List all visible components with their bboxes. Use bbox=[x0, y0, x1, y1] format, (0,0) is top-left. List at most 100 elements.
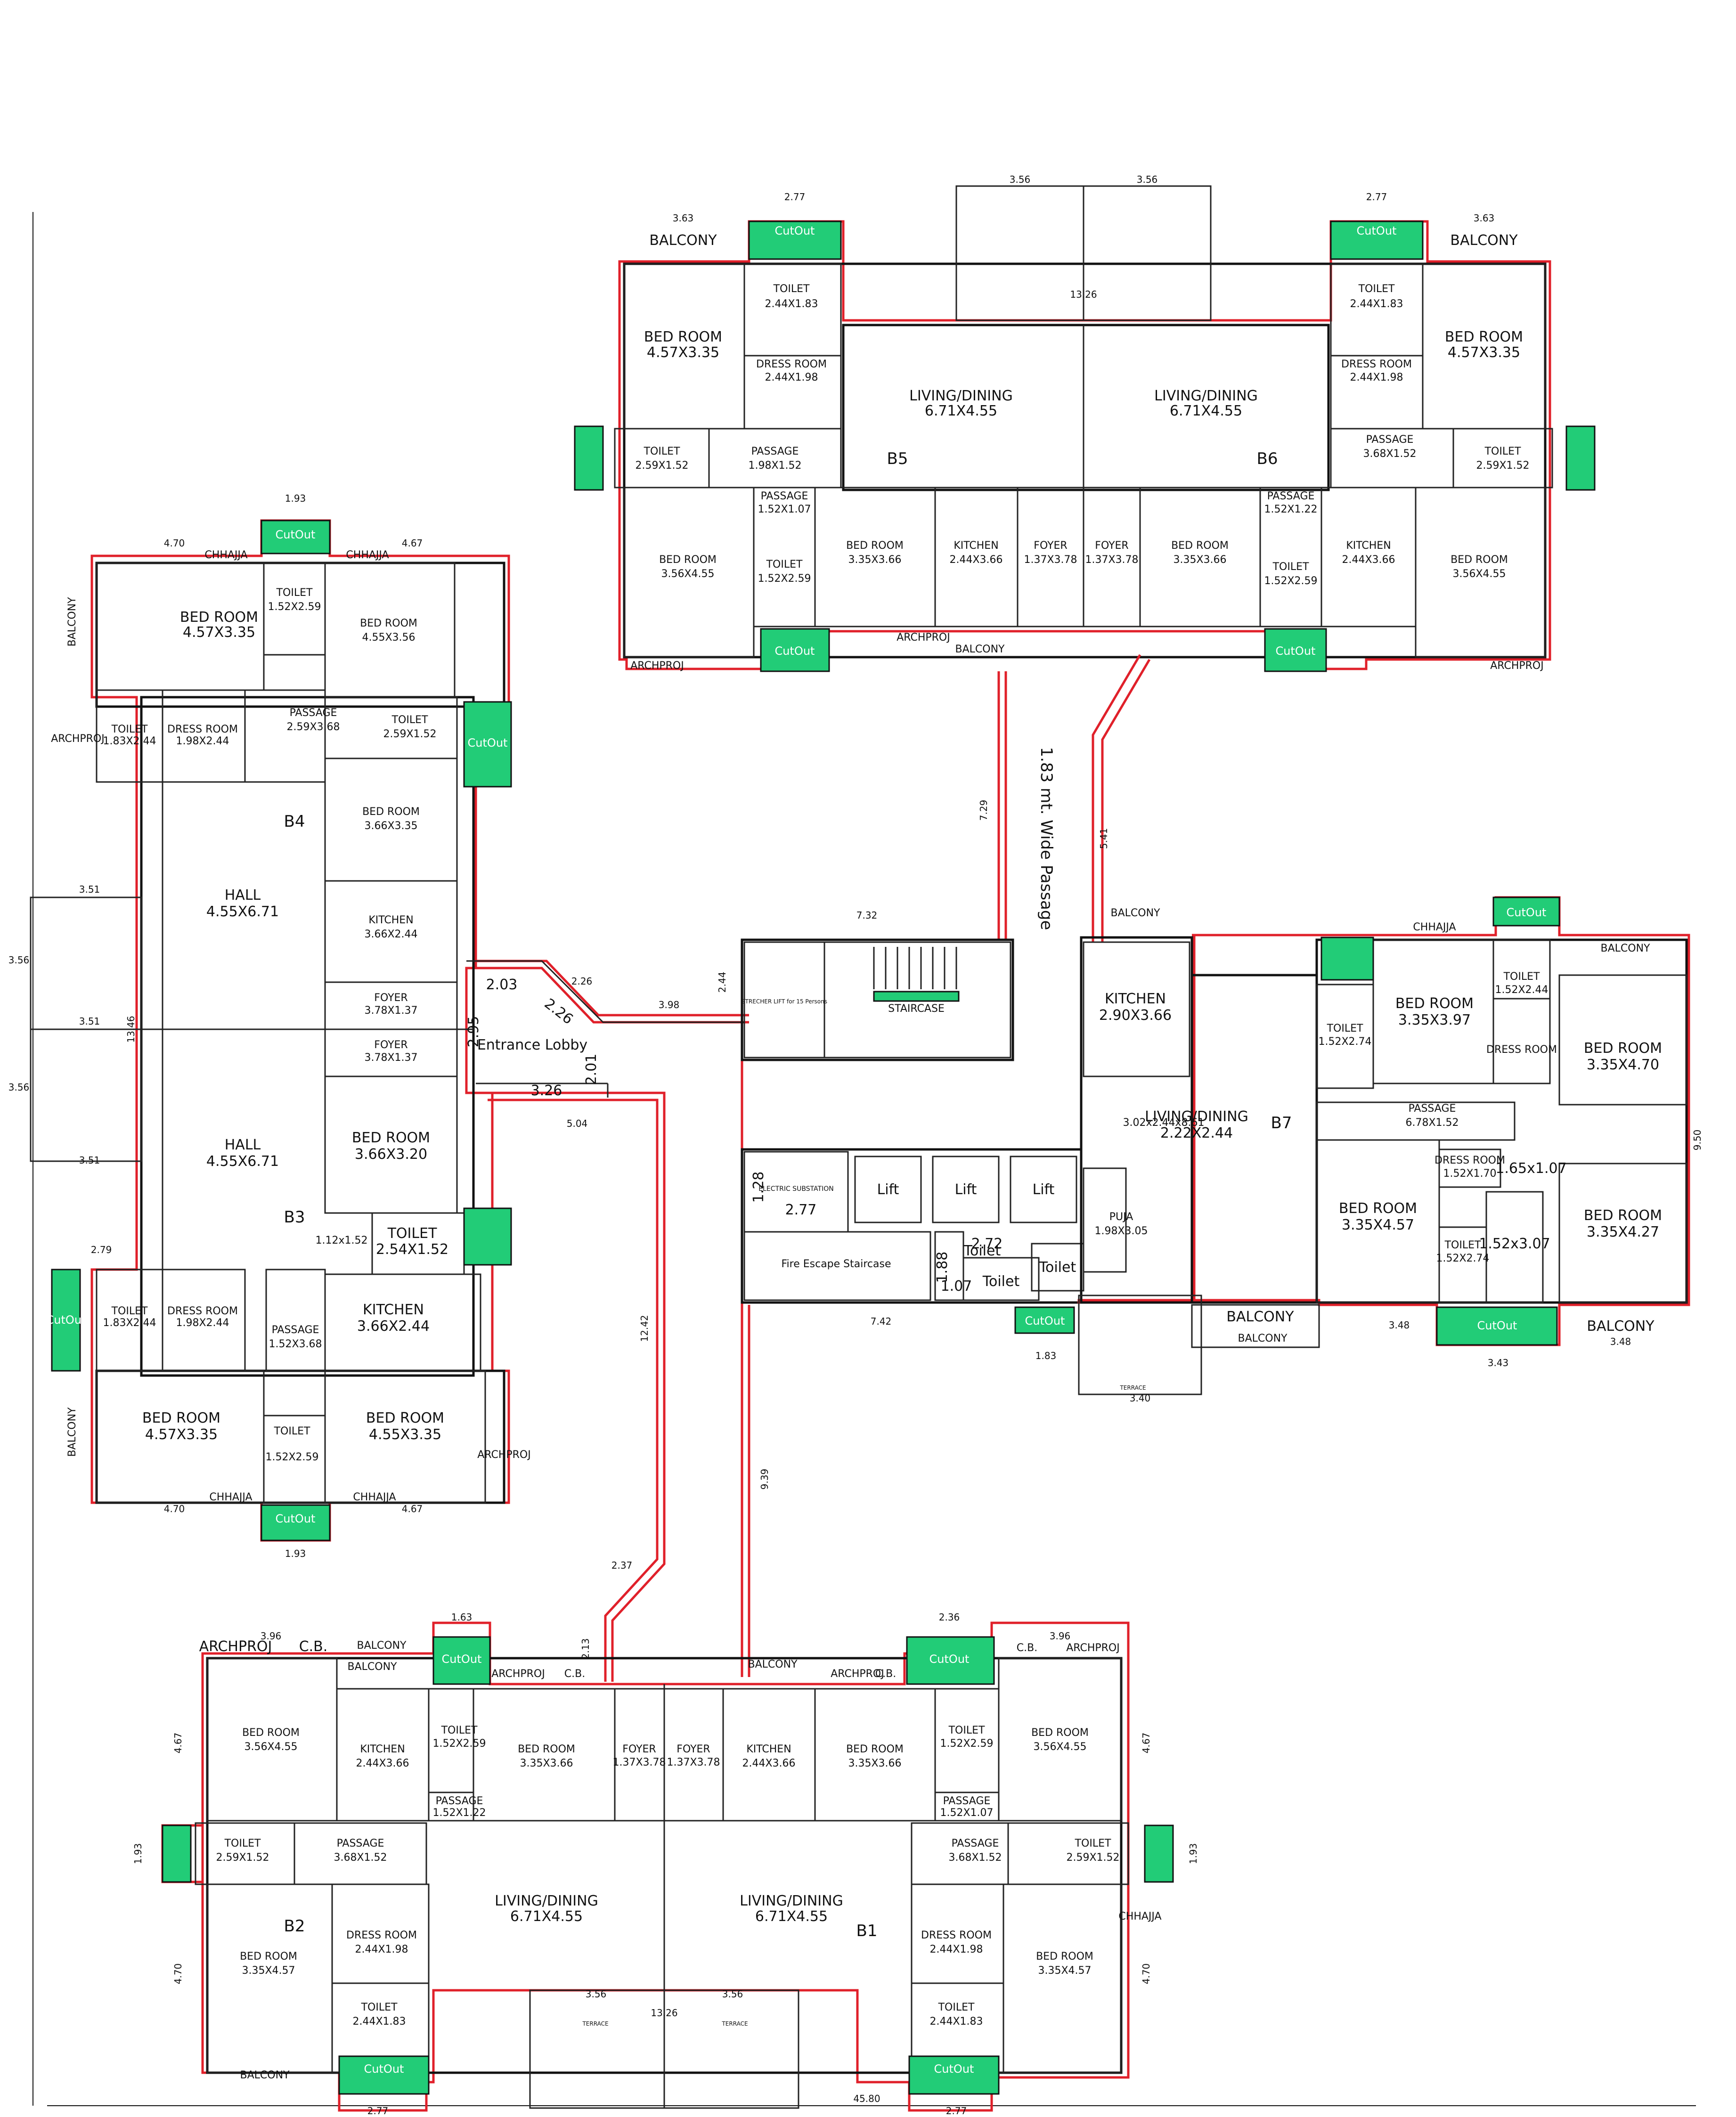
room-dim: 1.37X3.78 bbox=[612, 1757, 666, 1768]
room-dim: 3.56X4.55 bbox=[661, 568, 714, 580]
room-label: BED ROOM bbox=[242, 1727, 300, 1739]
dim-label: 3.56 bbox=[8, 1082, 30, 1093]
room-label: BED ROOM bbox=[518, 1743, 575, 1755]
room-label: KITCHEN bbox=[1346, 540, 1391, 552]
dim-label: 9.50 bbox=[1692, 1130, 1703, 1151]
dim-label: 2.77 bbox=[785, 1202, 817, 1218]
dim-label: 3.98 bbox=[659, 999, 680, 1010]
room-dim: 1.52X1.07 bbox=[758, 504, 811, 515]
room-dim: 3.68X1.52 bbox=[1363, 448, 1416, 460]
room-label: BED ROOM bbox=[659, 554, 717, 566]
dim-label: 3.26 bbox=[531, 1083, 562, 1099]
room-label: PASSAGE bbox=[761, 490, 808, 502]
chhajja-label: CHHAJJA bbox=[1413, 921, 1456, 933]
room-label: PASSAGE bbox=[1366, 434, 1414, 446]
balcony-label: BALCONY bbox=[1226, 1309, 1294, 1325]
room-dim: 1.52X2.59 bbox=[265, 1451, 318, 1463]
room-dim: 2.59X1.52 bbox=[635, 460, 688, 472]
dim-label: 1.63 bbox=[451, 1612, 473, 1623]
room-dim: 6.71X4.55 bbox=[755, 1908, 828, 1925]
room-dim: 1.52X2.59 bbox=[1264, 575, 1317, 587]
lift-label: Lift bbox=[955, 1181, 977, 1198]
wing-bottom-b2-b1: CutOut CutOut CutOut CutOut B2 BED ROOM … bbox=[132, 1612, 1199, 2117]
cb-label: C.B. bbox=[875, 1668, 896, 1680]
room-dim: 1.37X3.78 bbox=[667, 1757, 720, 1768]
dim-label: 2.03 bbox=[486, 977, 518, 993]
room-label: DRESS ROOM bbox=[1434, 1155, 1505, 1166]
room-label: FOYER bbox=[622, 1743, 656, 1755]
room-label: BED ROOM bbox=[1036, 1951, 1093, 1962]
room-dim: 3.68X1.52 bbox=[334, 1852, 387, 1864]
room-label: BED ROOM bbox=[846, 1743, 904, 1755]
room-dim: 1.37X3.78 bbox=[1085, 554, 1138, 566]
room-label: LIVING/DINING bbox=[1154, 388, 1258, 404]
balcony-label: BALCONY bbox=[1587, 1318, 1654, 1335]
room-label: TOILET bbox=[766, 559, 803, 570]
dim-label: 3.63 bbox=[673, 212, 694, 224]
room-dim: 4.57X3.35 bbox=[1448, 344, 1520, 361]
room-dim: 1.37X3.78 bbox=[1024, 554, 1077, 566]
dim-label: 3.40 bbox=[1130, 1392, 1151, 1404]
room-dim: 4.57X3.35 bbox=[145, 1426, 218, 1443]
terrace-label: TERRACE bbox=[582, 2020, 608, 2027]
dim-label: 4.67 bbox=[172, 1733, 184, 1754]
room-label: TOILET bbox=[948, 1725, 985, 1736]
room-dim: 2.44X3.66 bbox=[356, 1758, 409, 1769]
staircase-label: STAIRCASE bbox=[888, 1003, 945, 1015]
room-dim: 3.66X2.44 bbox=[364, 928, 417, 940]
room-dim: 1.52X2.59 bbox=[432, 1738, 486, 1750]
room-dim: 3.78X1.37 bbox=[364, 1005, 417, 1017]
room-label: BED ROOM bbox=[352, 1130, 430, 1146]
balcony-label: BALCONY bbox=[649, 232, 717, 249]
room-label: PASSAGE bbox=[952, 1838, 999, 1849]
archproj-label: ARCHPROJ bbox=[491, 1668, 545, 1680]
dim-label: 2.77 bbox=[784, 191, 806, 203]
dim-label: 3.51 bbox=[79, 884, 100, 895]
dim-label: 3.56 bbox=[586, 1988, 607, 2000]
archproj-label: ARCHPROJ bbox=[831, 1668, 884, 1680]
room-dim: 2.59X1.52 bbox=[383, 728, 436, 740]
room-label: FOYER bbox=[1034, 540, 1067, 552]
dim-label: 2.72 bbox=[971, 1236, 1003, 1252]
room-dim: 3.66X2.44 bbox=[357, 1318, 430, 1335]
room-label: PASSAGE bbox=[751, 446, 799, 457]
entrance-lobby-label: Entrance Lobby bbox=[477, 1037, 587, 1053]
room-label: LIVING/DINING bbox=[909, 388, 1013, 404]
room-dim: 2.44X1.83 bbox=[352, 2016, 406, 2027]
room-dim: 3.35X4.57 bbox=[1342, 1217, 1414, 1233]
room-dim: 1.52X2.44 bbox=[1495, 984, 1548, 996]
dim-label: 1.83 bbox=[1035, 1350, 1057, 1361]
room-dim: 1.83X2.44 bbox=[103, 735, 156, 747]
dim-label: 3.56 bbox=[1137, 174, 1158, 185]
room-label: TOILET bbox=[1503, 971, 1540, 983]
room-label: BED ROOM bbox=[366, 1410, 444, 1426]
room-dim: 2.44X3.66 bbox=[742, 1758, 795, 1769]
room-dim: 3.35X3.97 bbox=[1398, 1012, 1471, 1028]
balcony-label: BALCONY bbox=[66, 1407, 78, 1457]
room-dim: 2.44X1.98 bbox=[355, 1944, 408, 1955]
chhajja-label: CHHAJJA bbox=[204, 549, 247, 561]
room-label: KITCHEN bbox=[363, 1302, 424, 1318]
room-label: TOILET bbox=[1272, 561, 1309, 573]
dim-label: 2.13 bbox=[580, 1638, 591, 1660]
room-dim: 6.71X4.55 bbox=[925, 403, 997, 419]
archproj-label: ARCHPROJ bbox=[897, 632, 950, 643]
dim-label: 13.46 bbox=[125, 1016, 137, 1042]
chhajja-label: CHHAJJA bbox=[209, 1491, 252, 1503]
dim-label: 3.56 bbox=[722, 1988, 743, 2000]
dim-label: 2.01 bbox=[583, 1054, 600, 1085]
room-label: BED ROOM bbox=[1395, 995, 1474, 1012]
overall-dimension-lines: 45.80 bbox=[33, 212, 1696, 2106]
room-dim: 1.12x1.52 bbox=[316, 1235, 368, 1246]
cutout-label: CutOut bbox=[1507, 906, 1547, 919]
passage-label: 1.83 mt. Wide Passage bbox=[1037, 747, 1056, 930]
dim-label: 1.93 bbox=[285, 493, 306, 504]
unit-label-b6: B6 bbox=[1257, 449, 1278, 468]
room-dim: 2.44X3.66 bbox=[949, 554, 1002, 566]
room-label: BED ROOM bbox=[142, 1410, 220, 1426]
dim-label: 2.79 bbox=[91, 1244, 112, 1255]
central-core: STAIRCASE STRECHER LIFT for 15 Persons E… bbox=[465, 654, 1151, 1682]
room-dim: 1.65x1.07 bbox=[1495, 1160, 1566, 1177]
balcony-label: BALCONY bbox=[1111, 907, 1161, 919]
room-label: PASSAGE bbox=[436, 1795, 483, 1807]
